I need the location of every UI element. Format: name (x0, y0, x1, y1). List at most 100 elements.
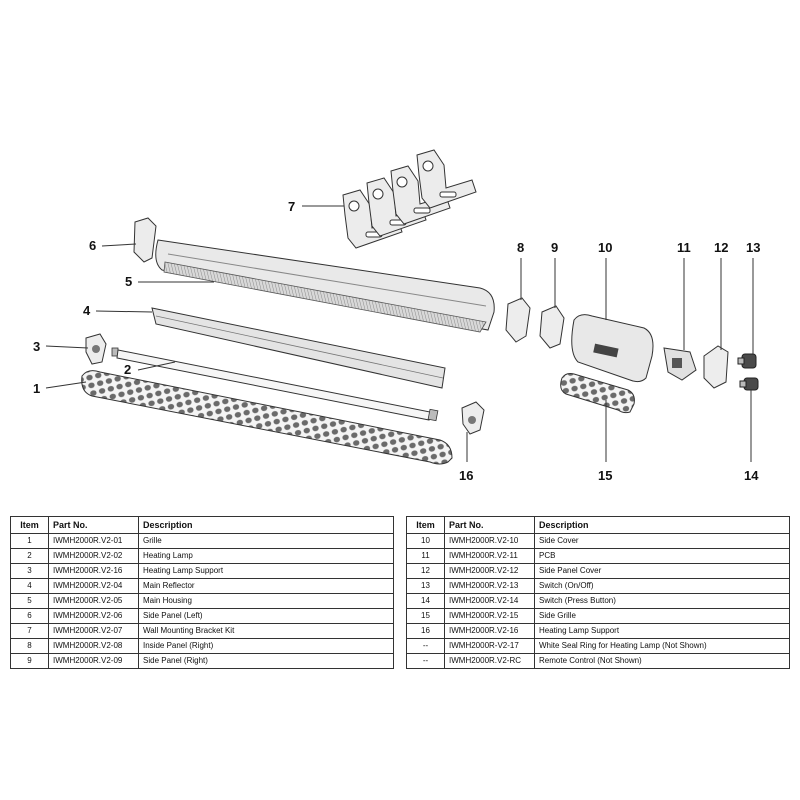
table-header-row: Item Part No. Description (406, 516, 790, 534)
cell-item: 6 (10, 608, 49, 624)
cell-item: 1 (10, 533, 49, 549)
header-item: Item (406, 516, 445, 534)
cell-item: -- (406, 653, 445, 669)
cell-item: 14 (406, 593, 445, 609)
main-reflector (151, 307, 446, 389)
cell-description: White Seal Ring for Heating Lamp (Not Sh… (534, 638, 790, 654)
callout-4: 4 (83, 303, 91, 318)
cell-part-no: IWMH2000R.V2-16 (48, 563, 139, 579)
callout-13: 13 (746, 240, 760, 255)
callout-16: 16 (459, 468, 473, 483)
cell-part-no: IWMH2000R.V2-12 (444, 563, 535, 579)
cell-part-no: IWMH2000R.V2-01 (48, 533, 139, 549)
cell-part-no: IWMH2000R.V2-13 (444, 578, 535, 594)
cell-description: Main Housing (138, 593, 394, 609)
cell-part-no: IWMH2000R.V2-16 (444, 623, 535, 639)
cell-item: 2 (10, 548, 49, 564)
callout-leader-lines (45, 205, 754, 462)
side-cover (571, 314, 654, 383)
cell-part-no: IWMH2000R.V2-10 (444, 533, 535, 549)
cell-item: 9 (10, 653, 49, 669)
callout-6: 6 (89, 238, 96, 253)
cell-item: 12 (406, 563, 445, 579)
cell-item: 15 (406, 608, 445, 624)
cell-part-no: IWMH2000R.V2-09 (48, 653, 139, 669)
callout-8: 8 (517, 240, 524, 255)
cell-description: Side Panel (Left) (138, 608, 394, 624)
cell-part-no: IWMH2000R.V2-04 (48, 578, 139, 594)
cell-description: Switch (Press Button) (534, 593, 790, 609)
cell-item: 8 (10, 638, 49, 654)
heating-lamp-support-left (85, 333, 107, 365)
heating-lamp-support-right (461, 401, 485, 435)
cell-part-no: IWMH2000R.V2-14 (444, 593, 535, 609)
callout-14: 14 (744, 468, 759, 483)
cell-item: 4 (10, 578, 49, 594)
cell-description: Heating Lamp (138, 548, 394, 564)
inside-panel-right (505, 297, 531, 343)
callout-9: 9 (551, 240, 558, 255)
cell-part-no: IWMH2000R.V2-02 (48, 548, 139, 564)
cell-item: -- (406, 638, 445, 654)
callout-2: 2 (124, 362, 131, 377)
exploded-parts-diagram: 1 2 3 4 5 6 7 8 9 10 11 12 13 14 15 16 (33, 149, 760, 483)
callout-15: 15 (598, 468, 612, 483)
cell-part-no: IWMH2000R.V2-08 (48, 638, 139, 654)
cell-description: Main Reflector (138, 578, 394, 594)
cell-description: Remote Control (Not Shown) (534, 653, 790, 669)
cell-item: 11 (406, 548, 445, 564)
cell-description: Side Panel Cover (534, 563, 790, 579)
cell-part-no: IWMH2000R.V2-11 (444, 548, 535, 564)
grille (81, 370, 453, 465)
side-panel-left (133, 217, 157, 263)
header-item: Item (10, 516, 49, 534)
cell-item: 3 (10, 563, 49, 579)
callout-10: 10 (598, 240, 612, 255)
cell-description: Inside Panel (Right) (138, 638, 394, 654)
callout-7: 7 (288, 199, 295, 214)
heating-lamp (111, 347, 439, 422)
cell-description: Side Cover (534, 533, 790, 549)
callout-11: 11 (677, 240, 691, 255)
cell-part-no: IWMH2000R.V2-06 (48, 608, 139, 624)
cell-description: Heating Lamp Support (534, 623, 790, 639)
side-panel-cover (703, 345, 729, 389)
callout-1: 1 (33, 381, 40, 396)
switch-press-button (739, 377, 759, 391)
callout-3: 3 (33, 339, 40, 354)
cell-item: 16 (406, 623, 445, 639)
cell-part-no: IWMH2000R-V2-17 (444, 638, 535, 654)
side-panel-right (539, 305, 565, 349)
cell-part-no: IWMH2000R.V2-05 (48, 593, 139, 609)
callout-12: 12 (714, 240, 728, 255)
table-header-row: Item Part No. Description (10, 516, 394, 534)
switch-on-off (737, 353, 757, 369)
cell-description: PCB (534, 548, 790, 564)
wall-mounting-bracket-kit (342, 149, 477, 249)
cell-part-no: IWMH2000R.V2-15 (444, 608, 535, 624)
cell-description: Side Grille (534, 608, 790, 624)
header-description: Description (138, 516, 394, 534)
callout-5: 5 (125, 274, 132, 289)
cell-description: Heating Lamp Support (138, 563, 394, 579)
header-part-no: Part No. (48, 516, 139, 534)
cell-item: 5 (10, 593, 49, 609)
